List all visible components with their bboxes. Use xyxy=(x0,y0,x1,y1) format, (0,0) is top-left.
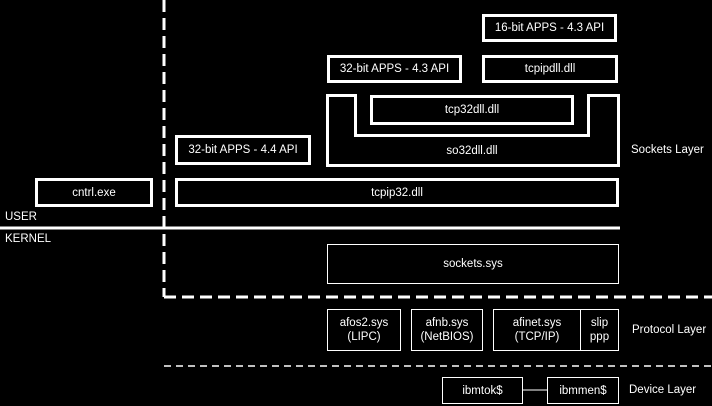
so32dll-label: so32dll.dll xyxy=(446,144,498,157)
cntrl-exe-label: cntrl.exe xyxy=(72,186,116,199)
slip-ppp-box: slip ppp xyxy=(580,309,619,351)
afinet-sys-box: afinet.sys (TCP/IP) xyxy=(493,309,581,351)
apps-16bit-43api-label: 16-bit APPS - 4.3 API xyxy=(494,22,605,34)
afnb-sys-label: afnb.sys xyxy=(425,317,469,329)
apps-32bit-44api-box: 32-bit APPS - 4.4 API xyxy=(175,135,311,165)
apps-32bit-44api-label: 32-bit APPS - 4.4 API xyxy=(188,144,298,156)
tcpip32dll-box: tcpip32.dll xyxy=(175,178,619,207)
tcp32dll-label: tcp32dll.dll xyxy=(444,104,500,116)
ibmtok-label: ibmtok$ xyxy=(462,384,503,397)
sockets-layer-label: Sockets Layer xyxy=(631,144,704,156)
so32dll-outline xyxy=(326,94,620,167)
kernel-label: KERNEL xyxy=(5,233,52,245)
ibmmen-label: ibmmen$ xyxy=(559,384,607,397)
sockets-sys-label: sockets.sys xyxy=(443,258,503,270)
afnb-netbios-label: (NetBIOS) xyxy=(420,331,474,343)
protocol-layer-label: Protocol Layer xyxy=(632,324,707,336)
afinet-tcpip-label: (TCP/IP) xyxy=(514,331,560,343)
apps-32bit-43api-label: 32-bit APPS - 4.3 API xyxy=(339,63,450,75)
afnb-sys-box: afnb.sys (NetBIOS) xyxy=(411,309,483,351)
ibmmen-box: ibmmen$ xyxy=(547,377,619,404)
ibmtok-box: ibmtok$ xyxy=(442,377,523,404)
afos2-sys-box: afos2.sys (LIPC) xyxy=(327,309,401,351)
ppp-label: ppp xyxy=(589,331,610,343)
tcpip32dll-label: tcpip32.dll xyxy=(371,186,423,199)
afinet-sys-label: afinet.sys xyxy=(512,317,562,329)
apps-32bit-43api-box: 32-bit APPS - 4.3 API xyxy=(327,55,462,83)
tcpipdll-box: tcpipdll.dll xyxy=(482,55,618,83)
device-layer-label: Device Layer xyxy=(629,384,697,396)
sockets-sys-box: sockets.sys xyxy=(327,244,619,284)
cntrl-exe-box: cntrl.exe xyxy=(35,178,153,207)
tcpipdll-label: tcpipdll.dll xyxy=(524,63,576,75)
user-label: USER xyxy=(5,211,37,223)
afos2-lipc-label: (LIPC) xyxy=(347,331,381,343)
apps-16bit-43api-box: 16-bit APPS - 4.3 API xyxy=(482,14,617,42)
slip-label: slip xyxy=(590,317,609,329)
so32dll-box: so32dll.dll xyxy=(355,137,589,164)
afos2-sys-label: afos2.sys xyxy=(339,317,389,329)
tcp32dll-box: tcp32dll.dll xyxy=(370,95,574,125)
